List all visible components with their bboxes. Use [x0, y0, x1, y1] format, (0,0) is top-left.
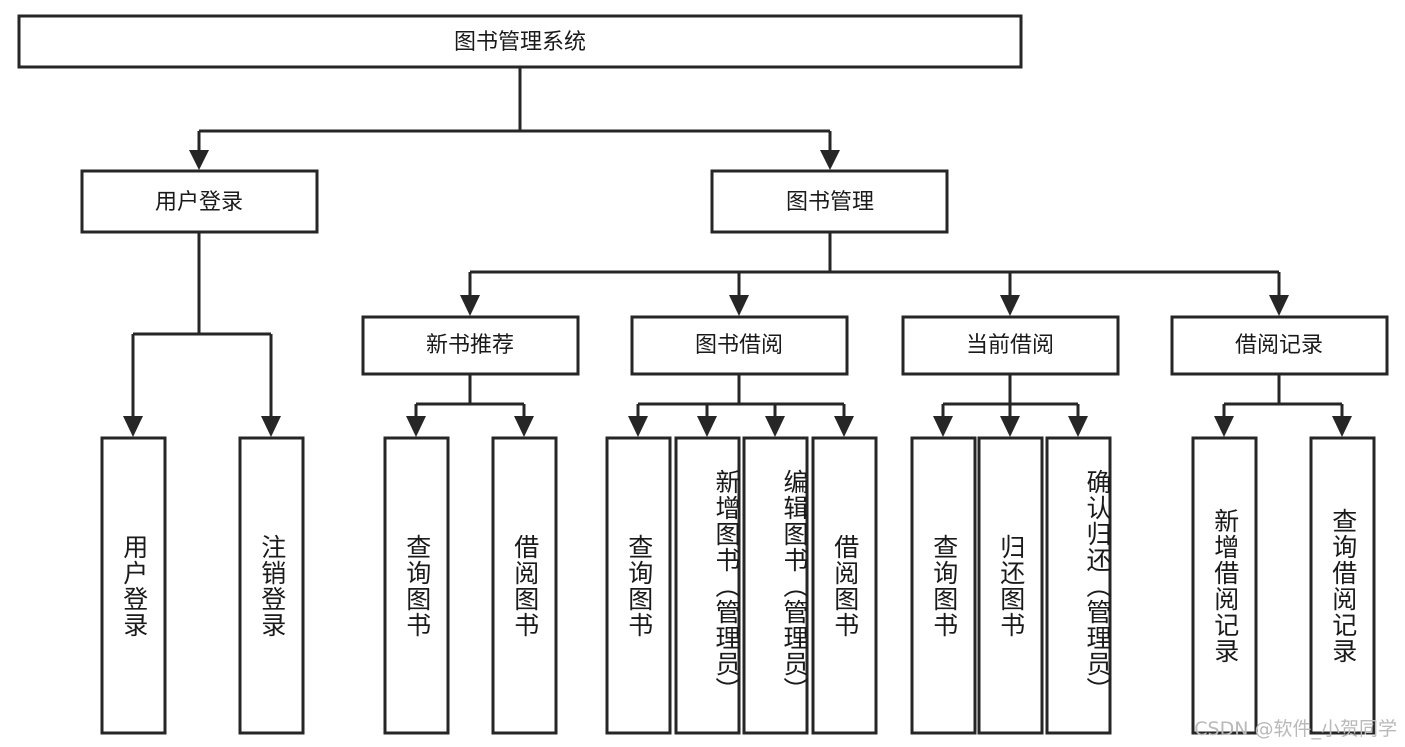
arrow-to-book-manage: [820, 150, 840, 170]
connector-current-borrow-to-leaves: [941, 374, 1080, 418]
leaf-add-book-box[interactable]: [674, 436, 741, 735]
arrow-to-leaf-borrow-book-1: [514, 416, 534, 437]
node-user-login-box[interactable]: [80, 169, 319, 234]
leaf-query-record-box[interactable]: [1309, 436, 1376, 735]
node-new-book-rec-box[interactable]: [361, 315, 580, 376]
arrow-to-leaf-return-book: [1000, 416, 1020, 437]
leaf-query-book-2-box[interactable]: [605, 436, 672, 735]
connectors-layer: [123, 67, 1352, 437]
leaf-query-book-1-box[interactable]: [383, 436, 450, 735]
leaf-return-book-box[interactable]: [977, 436, 1044, 735]
connector-root-to-l2: [197, 67, 832, 152]
node-new-book-rec[interactable]: 新书推荐: [361, 315, 580, 376]
node-root[interactable]: 图书管理系统: [17, 14, 1023, 69]
node-book-borrow[interactable]: 图书借阅: [630, 315, 849, 376]
arrow-to-leaf-query-book-2: [628, 416, 648, 437]
connector-new-book-rec-to-leaves: [414, 374, 526, 418]
arrow-to-leaf-add-record: [1214, 416, 1234, 437]
arrow-to-leaf-borrow-book-2: [834, 416, 854, 437]
arrow-to-leaf-edit-book: [765, 416, 785, 437]
node-current-borrow[interactable]: 当前借阅: [901, 315, 1120, 376]
node-borrow-record-box[interactable]: [1170, 315, 1389, 376]
leaf-user-login-box[interactable]: [100, 436, 167, 735]
connector-borrow-record-to-leaves: [1222, 374, 1344, 418]
node-book-manage-box[interactable]: [710, 169, 949, 234]
arrow-to-leaf-add-book: [697, 416, 717, 437]
arrow-to-leaf-logout: [261, 416, 281, 437]
node-borrow-record[interactable]: 借阅记录: [1170, 315, 1389, 376]
leaf-borrow-book-1-box[interactable]: [491, 436, 558, 735]
leaf-add-record-box[interactable]: [1191, 436, 1258, 735]
leaf-confirm-return-box[interactable]: [1045, 436, 1112, 735]
leaf-edit-book-box[interactable]: [742, 436, 809, 735]
arrow-to-new-book-rec: [460, 295, 480, 316]
leaf-boxes-layer: [100, 436, 1376, 735]
node-new-book-rec-label: 新书推荐: [426, 333, 514, 358]
arrow-to-leaf-user-login: [123, 416, 143, 437]
node-current-borrow-label: 当前借阅: [966, 333, 1054, 358]
arrow-to-borrow-record: [1269, 295, 1289, 316]
arrow-to-user-login: [189, 150, 209, 170]
connector-book-borrow-to-leaves: [636, 374, 846, 418]
leaf-logout-box[interactable]: [238, 436, 305, 735]
arrow-to-leaf-query-book-1: [406, 416, 426, 437]
connector-user-login-to-leaves: [131, 232, 273, 418]
arrow-to-leaf-query-record: [1332, 416, 1352, 437]
node-book-borrow-box[interactable]: [630, 315, 849, 376]
connector-book-manage-to-l3: [468, 232, 1281, 297]
node-user-login[interactable]: 用户登录: [80, 169, 319, 234]
node-user-login-label: 用户登录: [155, 190, 243, 215]
node-current-borrow-box[interactable]: [901, 315, 1120, 376]
arrow-to-leaf-confirm-return: [1068, 416, 1088, 437]
node-book-borrow-label: 图书借阅: [695, 333, 783, 358]
node-borrow-record-label: 借阅记录: [1235, 333, 1323, 358]
leaf-borrow-book-2-box[interactable]: [811, 436, 878, 735]
arrow-to-leaf-query-book-3: [933, 416, 953, 437]
leaf-query-book-3-box[interactable]: [910, 436, 977, 735]
node-root-box[interactable]: [17, 14, 1023, 69]
node-book-manage[interactable]: 图书管理: [710, 169, 949, 234]
arrow-to-book-borrow: [729, 295, 749, 316]
arrow-to-current-borrow: [1000, 295, 1020, 316]
node-root-label: 图书管理系统: [454, 30, 586, 55]
node-book-manage-label: 图书管理: [786, 190, 874, 215]
